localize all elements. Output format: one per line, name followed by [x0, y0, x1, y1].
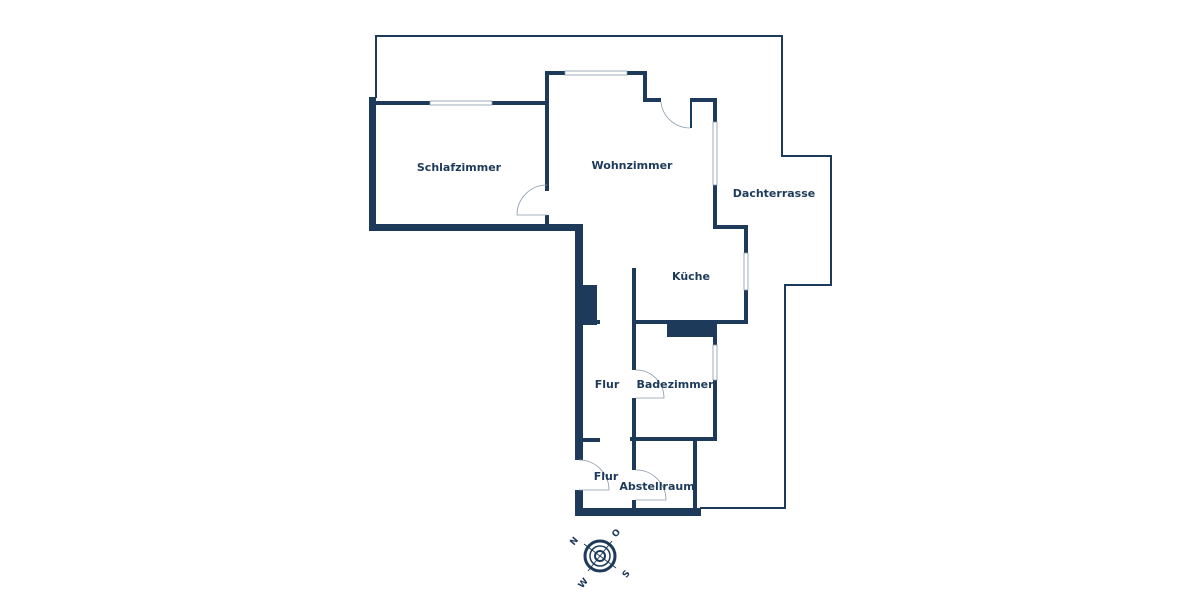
compass-west: W — [577, 577, 591, 591]
room-label-abstellraum: Abstellraum — [619, 480, 694, 493]
room-label-flur-upper: Flur — [595, 378, 620, 391]
doors — [516, 101, 691, 501]
walls — [369, 71, 748, 516]
windows — [429, 70, 749, 381]
room-label-badezimmer: Badezimmer — [636, 378, 714, 391]
room-label-wohnzimmer: Wohnzimmer — [592, 159, 674, 172]
room-label-schlafzimmer: Schlafzimmer — [417, 161, 502, 174]
compass-north: N — [569, 536, 582, 548]
compass-rose-icon — [583, 539, 617, 573]
room-label-dachterrasse: Dachterrasse — [733, 187, 815, 200]
compass-south: S — [621, 569, 633, 580]
room-label-kueche: Küche — [672, 270, 710, 283]
terrace-outline — [375, 35, 832, 509]
compass-east: O — [610, 527, 623, 540]
room-label-flur-lower: Flur — [594, 470, 619, 483]
